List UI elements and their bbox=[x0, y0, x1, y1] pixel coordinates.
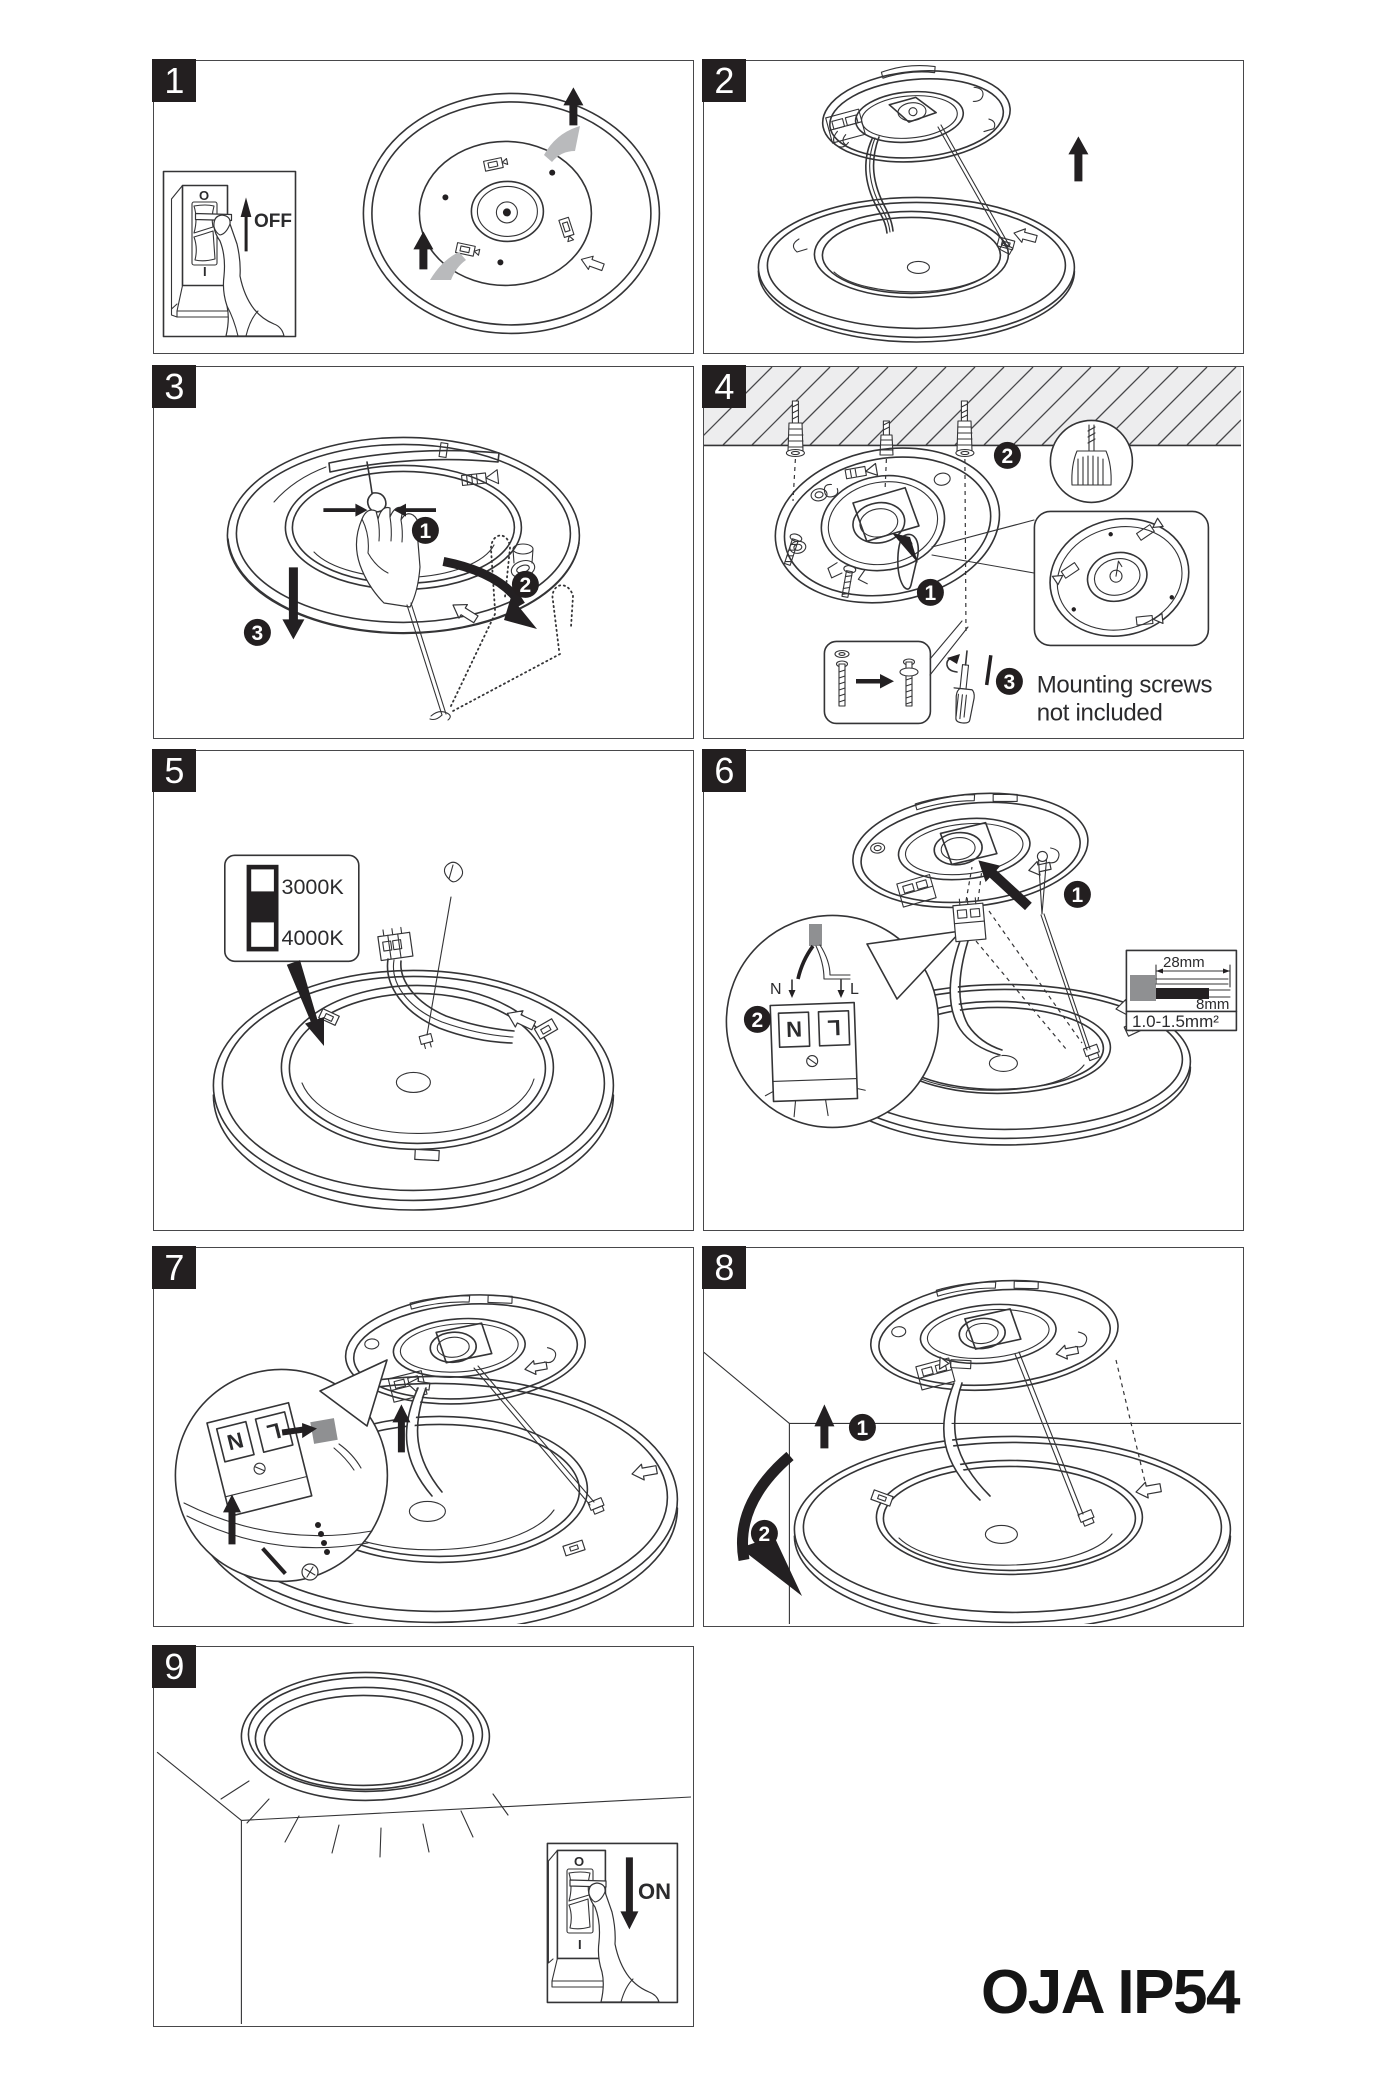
svg-text:L: L bbox=[827, 1015, 841, 1040]
svg-text:N: N bbox=[770, 981, 782, 998]
svg-text:28mm: 28mm bbox=[1163, 954, 1205, 971]
svg-text:2: 2 bbox=[1002, 445, 1014, 468]
svg-text:2: 2 bbox=[752, 1009, 764, 1032]
svg-text:3: 3 bbox=[252, 622, 264, 645]
svg-text:1: 1 bbox=[925, 582, 937, 605]
svg-text:8mm: 8mm bbox=[1196, 996, 1229, 1013]
svg-text:3: 3 bbox=[1004, 671, 1016, 694]
svg-text:not included: not included bbox=[1037, 700, 1163, 727]
svg-text:L: L bbox=[850, 981, 859, 998]
svg-text:1.0-1.5mm²: 1.0-1.5mm² bbox=[1132, 1012, 1219, 1031]
svg-text:N: N bbox=[786, 1016, 803, 1042]
svg-text:I: I bbox=[203, 264, 207, 279]
svg-text:I: I bbox=[578, 1937, 582, 1952]
svg-text:4000K: 4000K bbox=[282, 926, 345, 950]
svg-text:L: L bbox=[264, 1418, 283, 1446]
svg-text:O: O bbox=[199, 188, 209, 203]
svg-text:1: 1 bbox=[1072, 884, 1084, 907]
svg-text:ON: ON bbox=[638, 1879, 671, 1904]
svg-text:1: 1 bbox=[420, 520, 432, 543]
svg-text:O: O bbox=[574, 1854, 584, 1869]
svg-text:1: 1 bbox=[857, 1417, 869, 1440]
svg-text:2: 2 bbox=[759, 1523, 771, 1546]
svg-text:3000K: 3000K bbox=[282, 875, 345, 899]
svg-text:2: 2 bbox=[520, 574, 532, 597]
svg-text:Mounting screws: Mounting screws bbox=[1037, 672, 1213, 699]
svg-text:OFF: OFF bbox=[254, 211, 292, 232]
svg-text:N: N bbox=[225, 1427, 246, 1455]
